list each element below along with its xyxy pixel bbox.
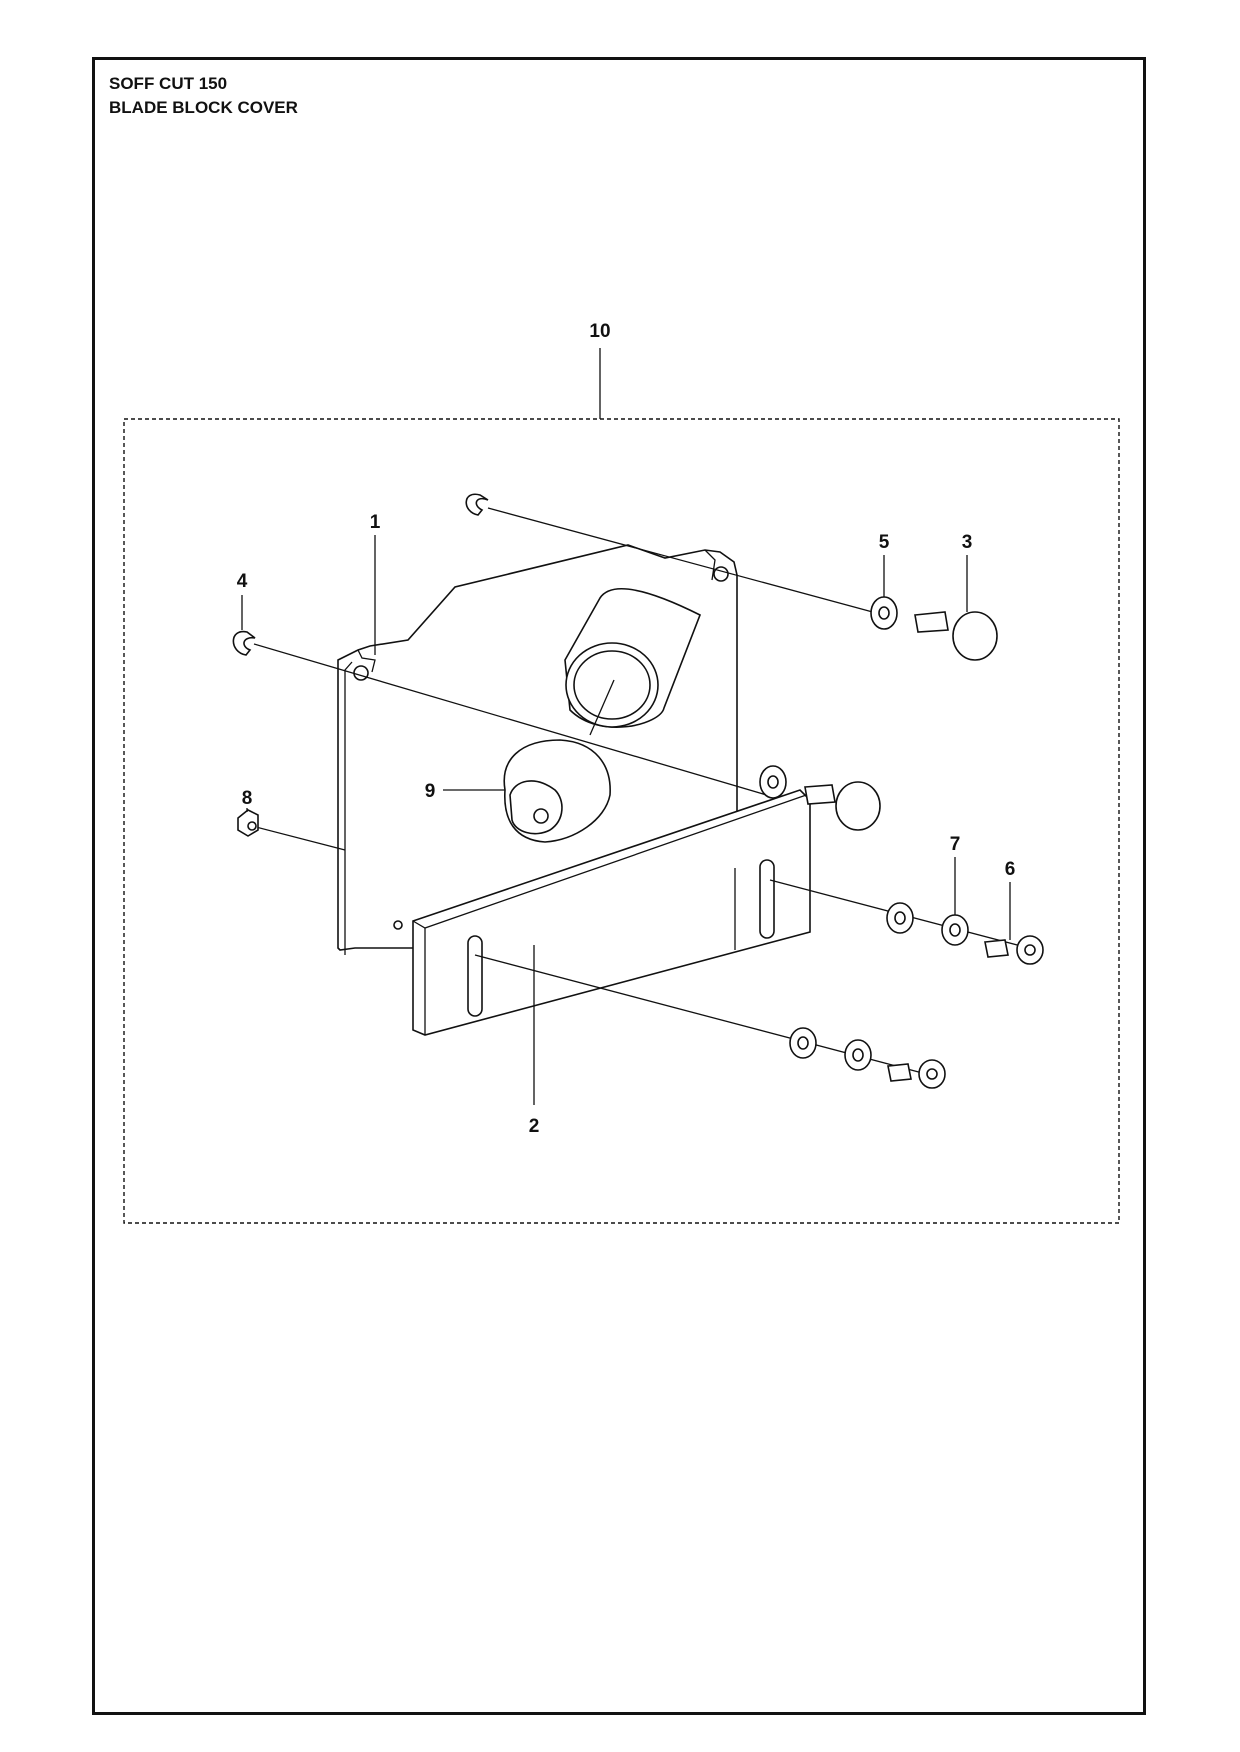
title-model: SOFF CUT 150 <box>109 74 228 93</box>
pin-upper <box>914 611 998 661</box>
e-clip-upper <box>465 493 489 516</box>
callout-3: 3 <box>962 532 973 553</box>
hex-nut <box>237 809 259 837</box>
callout-4: 4 <box>237 571 248 592</box>
knob <box>503 679 615 843</box>
screw-lower <box>887 1059 946 1089</box>
callout-8: 8 <box>242 788 253 809</box>
callout-10: 10 <box>589 321 610 342</box>
page-frame <box>92 57 1146 1715</box>
callout-5: 5 <box>879 532 890 553</box>
callout-9: 9 <box>425 781 436 802</box>
callout-6: 6 <box>1005 859 1016 880</box>
callout-2: 2 <box>529 1116 540 1137</box>
axis-nut <box>251 825 346 851</box>
pin-middle <box>804 781 881 831</box>
axis-middle <box>253 643 771 797</box>
base-plate <box>393 789 813 1036</box>
page-title: SOFF CUT 150 BLADE BLOCK COVER <box>109 72 298 120</box>
axis-upper <box>487 507 881 615</box>
e-clip-lower <box>232 630 256 656</box>
callout-1: 1 <box>370 512 381 533</box>
title-assembly: BLADE BLOCK COVER <box>109 98 298 117</box>
assembly-boundary <box>123 418 1120 1224</box>
screw-right-upper <box>984 935 1044 965</box>
callout-7: 7 <box>950 834 961 855</box>
